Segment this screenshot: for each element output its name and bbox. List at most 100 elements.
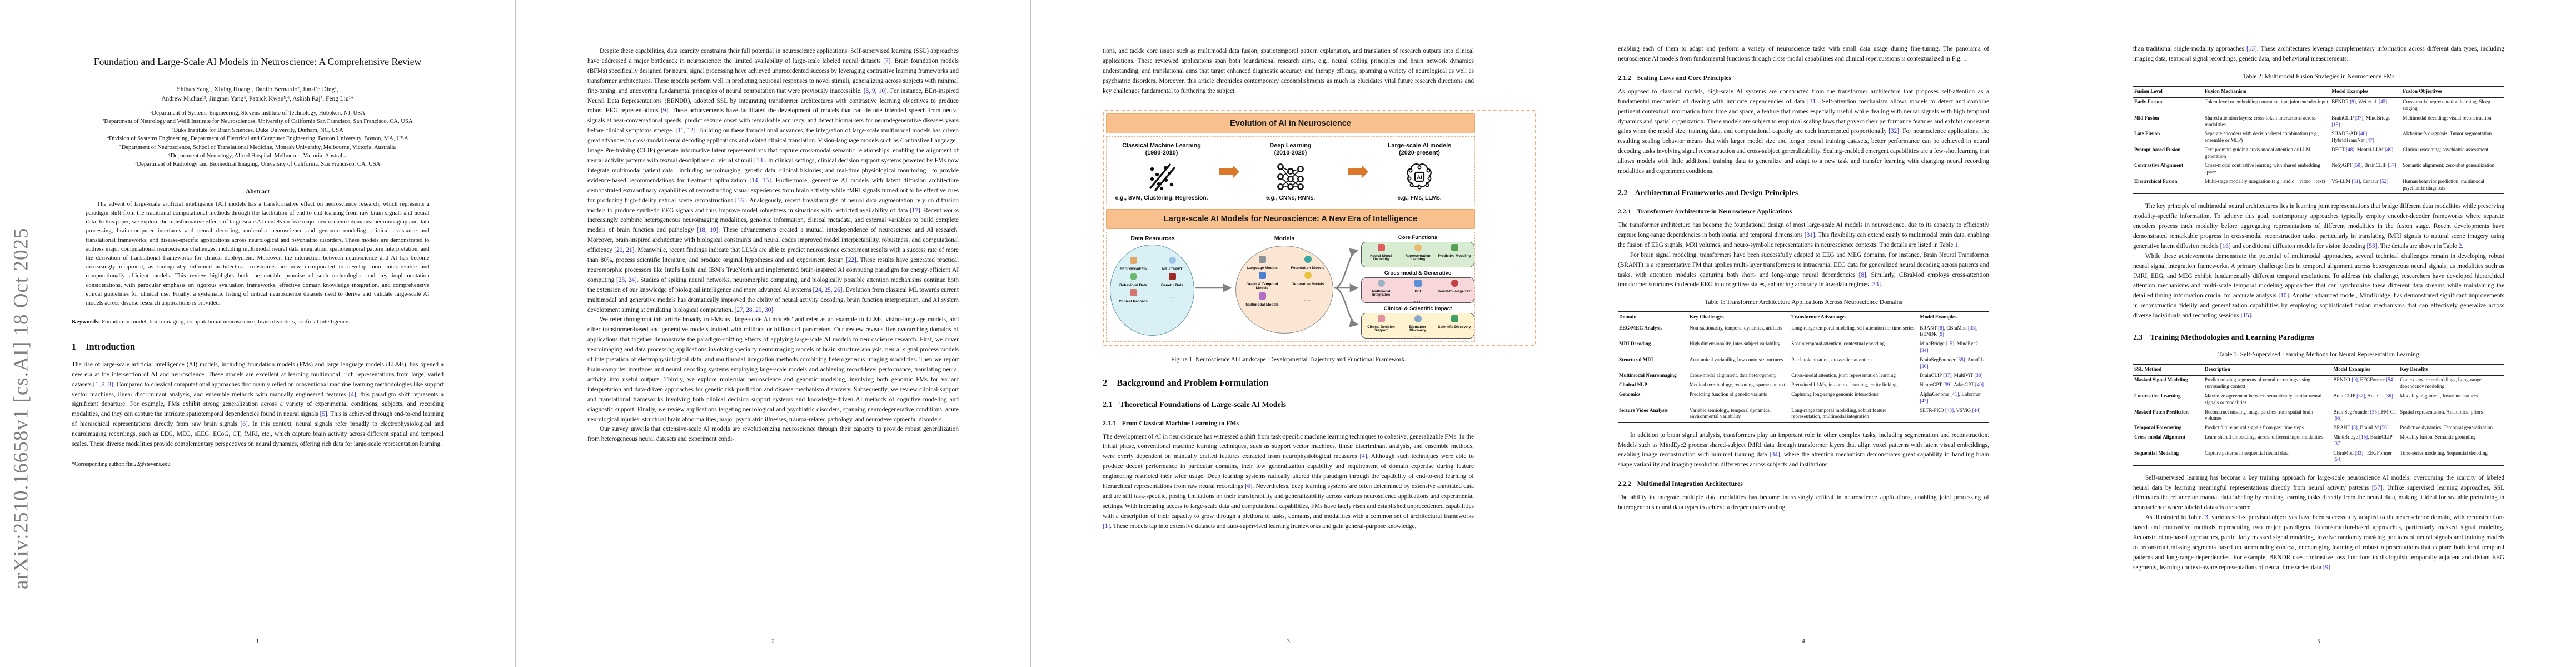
citation-link[interactable]: [37] (2333, 440, 2342, 446)
affiliation: ⁴Division of Systems Engineering, Depart… (107, 135, 408, 142)
citation-link[interactable]: [45] (2378, 99, 2388, 105)
citation-link[interactable]: [52] (2380, 178, 2389, 185)
citation-link[interactable]: [9] (2350, 99, 2356, 105)
citation-link[interactable]: [42] (1920, 397, 1929, 404)
table-header-cell: Fusion Level (2133, 86, 2204, 98)
citation-link[interactable]: [4] (1359, 453, 1367, 460)
citation-link[interactable]: [6] (240, 421, 248, 428)
citation-link[interactable]: [9] (2351, 377, 2358, 383)
citation-link[interactable]: [32] (1889, 128, 1900, 135)
table-cell: Masked Signal Modeling (2134, 377, 2188, 383)
citation-link[interactable]: [38] (1974, 372, 1983, 379)
citation-link[interactable]: [55] (2333, 415, 2342, 421)
table-cell: Alzheimer's diagnosis; Tumor segmentatio… (2403, 131, 2492, 137)
citation-link[interactable]: [36] (1920, 363, 1929, 369)
citation-link[interactable]: [56] (2380, 425, 2389, 431)
citation-link[interactable]: [9] (2323, 564, 2331, 571)
citation-link[interactable]: [50] (2353, 162, 2362, 168)
citation-link[interactable]: [34] (1920, 347, 1929, 353)
table-cell: Modality alignment, Invariant features (2400, 392, 2478, 399)
citation-link[interactable]: [34] (1769, 451, 1780, 459)
citation-link[interactable]: [23, 24] (616, 276, 637, 283)
citation-link[interactable]: [31] (1804, 231, 1815, 238)
citation-link[interactable]: [22] (845, 257, 856, 264)
svm-scatter-icon (1112, 160, 1211, 193)
crossref-link[interactable]: 2 (2458, 242, 2462, 250)
table-cell: BrainSegFounder [35], FM-CT [55] (2333, 409, 2397, 421)
citation-link[interactable]: [54] (2386, 377, 2395, 383)
table-cell: Masked Patch Prediction (2134, 409, 2189, 415)
citation-link[interactable]: [8] (1858, 271, 1866, 278)
citation-link[interactable]: [31] (1807, 98, 1818, 105)
table-cell: SHADE-AD [46], HybridTransNet [47] (2331, 131, 2374, 143)
citation-link[interactable]: [48] (2346, 146, 2355, 152)
citation-link[interactable]: [57] (2371, 484, 2383, 491)
citation-link[interactable]: [8, 9, 10] (863, 87, 887, 94)
citation-link[interactable]: [11, 12] (675, 127, 696, 135)
table-cell: Token-level or embedding concatenation; … (2204, 99, 2328, 105)
citation-link[interactable]: [1] (1103, 522, 1110, 530)
citation-link[interactable]: [8] (2351, 425, 2358, 431)
citation-link[interactable]: [24, 25, 26] (813, 286, 843, 293)
citation-link[interactable]: [9] (660, 107, 669, 115)
citation-link[interactable]: [9] (1938, 331, 1944, 337)
citation-link[interactable]: [35] (1956, 356, 1965, 362)
crossref-link[interactable]: 1 (1955, 241, 1958, 248)
citation-link[interactable]: [33] (1870, 281, 1881, 288)
citation-link[interactable]: [16] (735, 197, 746, 204)
citation-link[interactable]: [13] (2246, 46, 2257, 52)
citation-link[interactable]: [33] (1967, 325, 1977, 331)
table-cell: Early Fusion (2134, 99, 2163, 105)
citation-link[interactable]: [4] (348, 391, 356, 398)
citation-link[interactable]: [35] (2370, 409, 2379, 415)
keywords: Keywords: Foundation model, brain imagin… (72, 317, 444, 327)
citation-link[interactable]: [37] (2355, 115, 2364, 121)
table-cell: Non-stationarity, temporal dynamics, art… (1689, 325, 1782, 331)
citation-link[interactable]: [7] (883, 57, 891, 64)
citation-link[interactable]: [27, 28, 29, 30] (734, 306, 774, 313)
citation-link[interactable]: [54] (2333, 456, 2342, 462)
citation-link[interactable]: [44] (1972, 407, 1981, 413)
citation-link[interactable]: [53] (2366, 242, 2378, 250)
abstract-block: Abstract The advent of large-scale artif… (86, 188, 430, 307)
citation-link[interactable]: [33] (2354, 450, 2364, 456)
citation-link[interactable]: [10] (2278, 292, 2289, 300)
citation-link[interactable]: [14, 15] (749, 177, 771, 184)
citation-link[interactable]: [15] (1945, 341, 1955, 347)
crossref-link[interactable]: 3 (2205, 514, 2208, 521)
citation-link[interactable]: [49] (2385, 146, 2394, 152)
citation-link[interactable]: [5] (320, 411, 327, 418)
citation-link[interactable]: [43] (1945, 407, 1954, 413)
citation-link[interactable]: [37] (1943, 372, 1952, 379)
citation-link[interactable]: [8] (1938, 325, 1944, 331)
citation-link[interactable]: [1, 2, 3] (93, 381, 113, 388)
citation-link[interactable]: [36] (2384, 392, 2393, 399)
citation-link[interactable]: [15] (2240, 312, 2251, 320)
neural-signal-decoding-icon (1377, 243, 1385, 251)
citation-link[interactable]: [47] (2365, 137, 2374, 143)
citation-link[interactable]: [41] (1950, 391, 1959, 397)
citation-link[interactable]: [20, 21] (614, 247, 635, 254)
citation-link[interactable]: [46] (2358, 131, 2368, 137)
citation-link[interactable]: [17] (910, 207, 920, 214)
citation-link[interactable]: [6] (1245, 483, 1253, 490)
citation-link[interactable]: [13] (754, 157, 765, 164)
crossref-link[interactable]: 1 (1963, 55, 1967, 62)
citation-link[interactable]: [39] (1943, 382, 1952, 388)
citation-link[interactable]: [15] (2331, 121, 2340, 127)
citation-link[interactable]: [40] (1975, 382, 1984, 388)
citation-link[interactable]: [16] (2220, 242, 2231, 250)
citation-link[interactable]: [37] (2356, 392, 2365, 399)
table-cell: Time-series modeling, Sequential decodin… (2400, 450, 2488, 456)
citation-link[interactable]: [51] (2351, 178, 2360, 185)
keywords-text: Foundation model, brain imaging, computa… (102, 318, 350, 326)
clinical-scientific-impact-group: Clinical & Scientific Impact Clinical De… (1361, 306, 1474, 339)
citation-link[interactable]: [15] (2359, 434, 2368, 440)
affiliation: ⁵Department of Neuroscience, School of T… (119, 143, 396, 151)
citation-link[interactable]: [18, 19] (696, 227, 719, 234)
table-cell: Context-aware embeddings, Long-range dep… (2400, 377, 2482, 390)
citation-link[interactable]: [37] (2388, 162, 2396, 168)
